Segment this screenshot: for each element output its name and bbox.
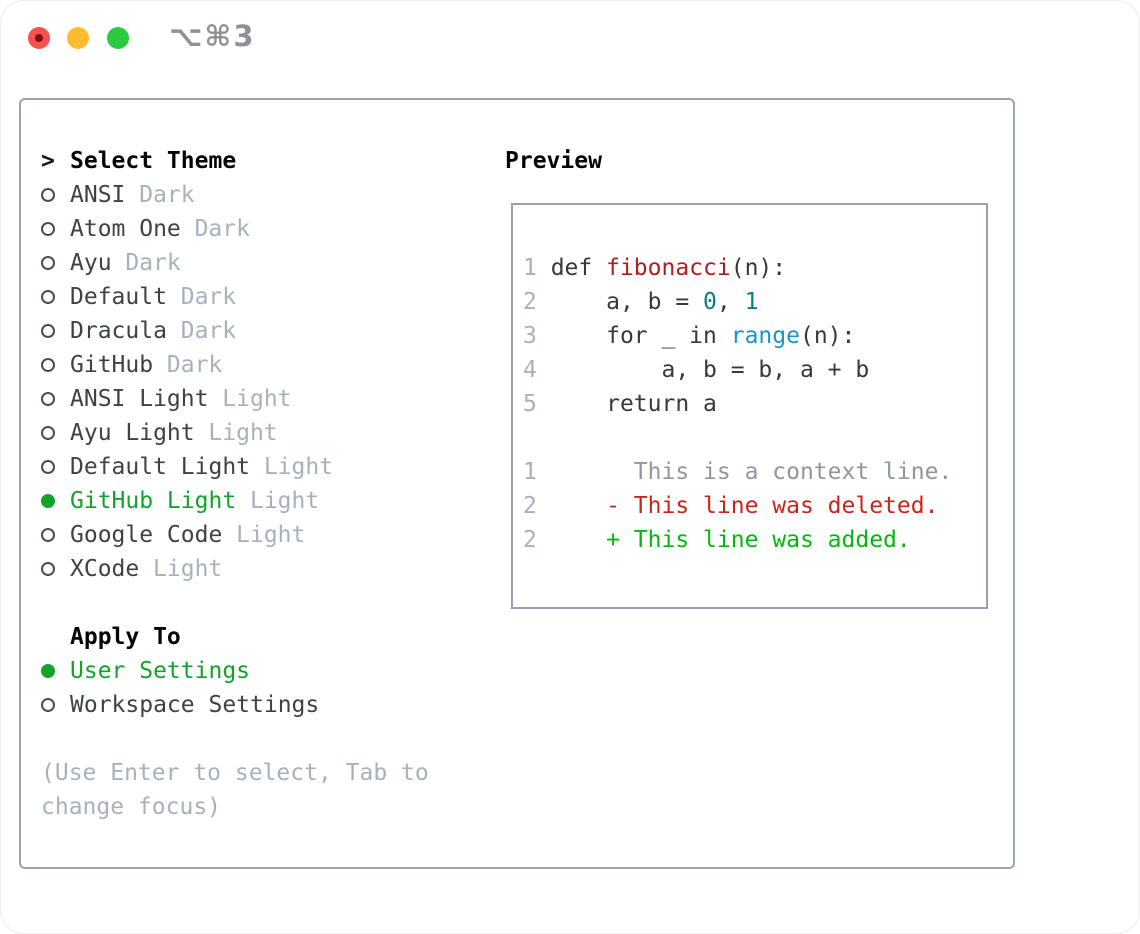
theme-option-ayu-light[interactable]: Ayu Light Light [41, 416, 481, 450]
theme-option-google-code[interactable]: Google Code Light [41, 518, 481, 552]
theme-option-ansi-light[interactable]: ANSI Light Light [41, 382, 481, 416]
theme-variant-tag: Light [208, 420, 278, 446]
diff-added-line: 2 + This line was added. [523, 527, 911, 553]
theme-variant-tag: Dark [166, 352, 223, 378]
theme-variant-tag: Light [249, 488, 320, 514]
radio-slot [41, 664, 70, 678]
option-label: ANSI Light [70, 386, 209, 412]
radio-slot [41, 188, 70, 202]
theme-option-github-light[interactable]: GitHub Light Light [41, 484, 481, 518]
diff-deleted-line: 2 - This line was deleted. [523, 493, 939, 519]
radio-icon [41, 664, 55, 678]
theme-variant-tag: Light [153, 556, 223, 582]
theme-variant-tag: Dark [180, 284, 237, 310]
code-line-4: 4 a, b = b, a + b [523, 357, 870, 383]
radio-icon [41, 562, 55, 576]
radio-slot [41, 324, 70, 338]
option-label: User Settings [70, 658, 251, 684]
option-label: ANSI [70, 182, 126, 208]
minimize-button[interactable] [67, 27, 89, 49]
radio-icon [41, 188, 55, 202]
radio-icon [41, 698, 55, 712]
blank-line [523, 421, 978, 455]
code-line-5: 5 return a [523, 391, 717, 417]
theme-option-default[interactable]: Default Dark [41, 280, 481, 314]
radio-slot [41, 256, 70, 270]
theme-option-dracula[interactable]: Dracula Dark [41, 314, 481, 348]
option-label: Atom One [70, 216, 181, 242]
spacer [41, 586, 481, 620]
option-label: Dracula [70, 318, 167, 344]
theme-variant-tag: Dark [139, 182, 195, 208]
radio-icon [41, 290, 55, 304]
option-label: Workspace Settings [70, 692, 320, 718]
apply-to-title: Apply To [70, 624, 181, 650]
option-label: GitHub [70, 352, 154, 378]
option-label: Default Light [70, 454, 251, 480]
select-theme-title: Select Theme [70, 148, 237, 174]
option-label: Ayu [70, 250, 112, 276]
preview-code: 1 def fibonacci(n): 2 a, b = 0, 1 3 for _ … [523, 251, 978, 557]
diff-context-line: 1 This is a context line. [523, 459, 953, 485]
caret-icon: > [41, 148, 55, 174]
theme-option-default-light[interactable]: Default Light Light [41, 450, 481, 484]
theme-option-github[interactable]: GitHub Dark [41, 348, 481, 382]
radio-icon [41, 426, 55, 440]
theme-variant-tag: Light [263, 454, 334, 480]
theme-option-ayu[interactable]: Ayu Dark [41, 246, 481, 280]
zoom-button[interactable] [107, 27, 129, 49]
keyboard-hint: (Use Enter to select, Tab to change focu… [41, 760, 429, 820]
theme-variant-tag: Dark [125, 250, 181, 276]
preview-box: 1 def fibonacci(n): 2 a, b = 0, 1 3 for _ … [511, 203, 988, 609]
radio-slot [41, 494, 70, 508]
theme-option-xcode[interactable]: XCode Light [41, 552, 481, 586]
radio-icon [41, 324, 55, 338]
radio-icon [41, 256, 55, 270]
option-label: XCode [70, 556, 140, 582]
radio-icon [41, 528, 55, 542]
radio-icon [41, 222, 55, 236]
radio-slot [41, 222, 70, 236]
code-line-3: 3 for _ in range(n): [523, 323, 856, 349]
header-slot: > [41, 148, 70, 174]
theme-variant-tag: Dark [194, 216, 250, 242]
apply-to-header-row: Apply To [41, 620, 481, 654]
option-label: GitHub Light [70, 488, 237, 514]
radio-icon [41, 494, 55, 508]
radio-slot [41, 528, 70, 542]
option-label: Ayu Light [70, 420, 195, 446]
code-line-1: 1 def fibonacci(n): [523, 255, 787, 281]
radio-slot [41, 698, 70, 712]
theme-variant-tag: Light [222, 386, 292, 412]
theme-variant-tag: Light [236, 522, 306, 548]
apply-option-workspace-settings[interactable]: Workspace Settings [41, 688, 481, 722]
radio-slot [41, 426, 70, 440]
option-label: Default [70, 284, 167, 310]
window-title: ⌥⌘3 [169, 19, 256, 53]
radio-slot [41, 562, 70, 576]
theme-option-atom-one[interactable]: Atom One Dark [41, 212, 481, 246]
apply-option-user-settings[interactable]: User Settings [41, 654, 481, 688]
preview-title: Preview [505, 148, 602, 174]
radio-slot [41, 290, 70, 304]
code-line-2: 2 a, b = 0, 1 [523, 289, 759, 315]
select-theme-header-row: > Select Theme [41, 144, 481, 178]
title-bar: ⌥⌘3 [1, 1, 1139, 75]
theme-option-ansi[interactable]: ANSI Dark [41, 178, 481, 212]
unsaved-dot-icon [35, 34, 43, 42]
spacer [41, 722, 481, 756]
radio-slot [41, 358, 70, 372]
radio-icon [41, 392, 55, 406]
option-label: Google Code [70, 522, 223, 548]
close-button[interactable] [28, 27, 50, 49]
radio-icon [41, 460, 55, 474]
radio-icon [41, 358, 55, 372]
theme-variant-tag: Dark [180, 318, 237, 344]
radio-slot [41, 460, 70, 474]
radio-slot [41, 392, 70, 406]
